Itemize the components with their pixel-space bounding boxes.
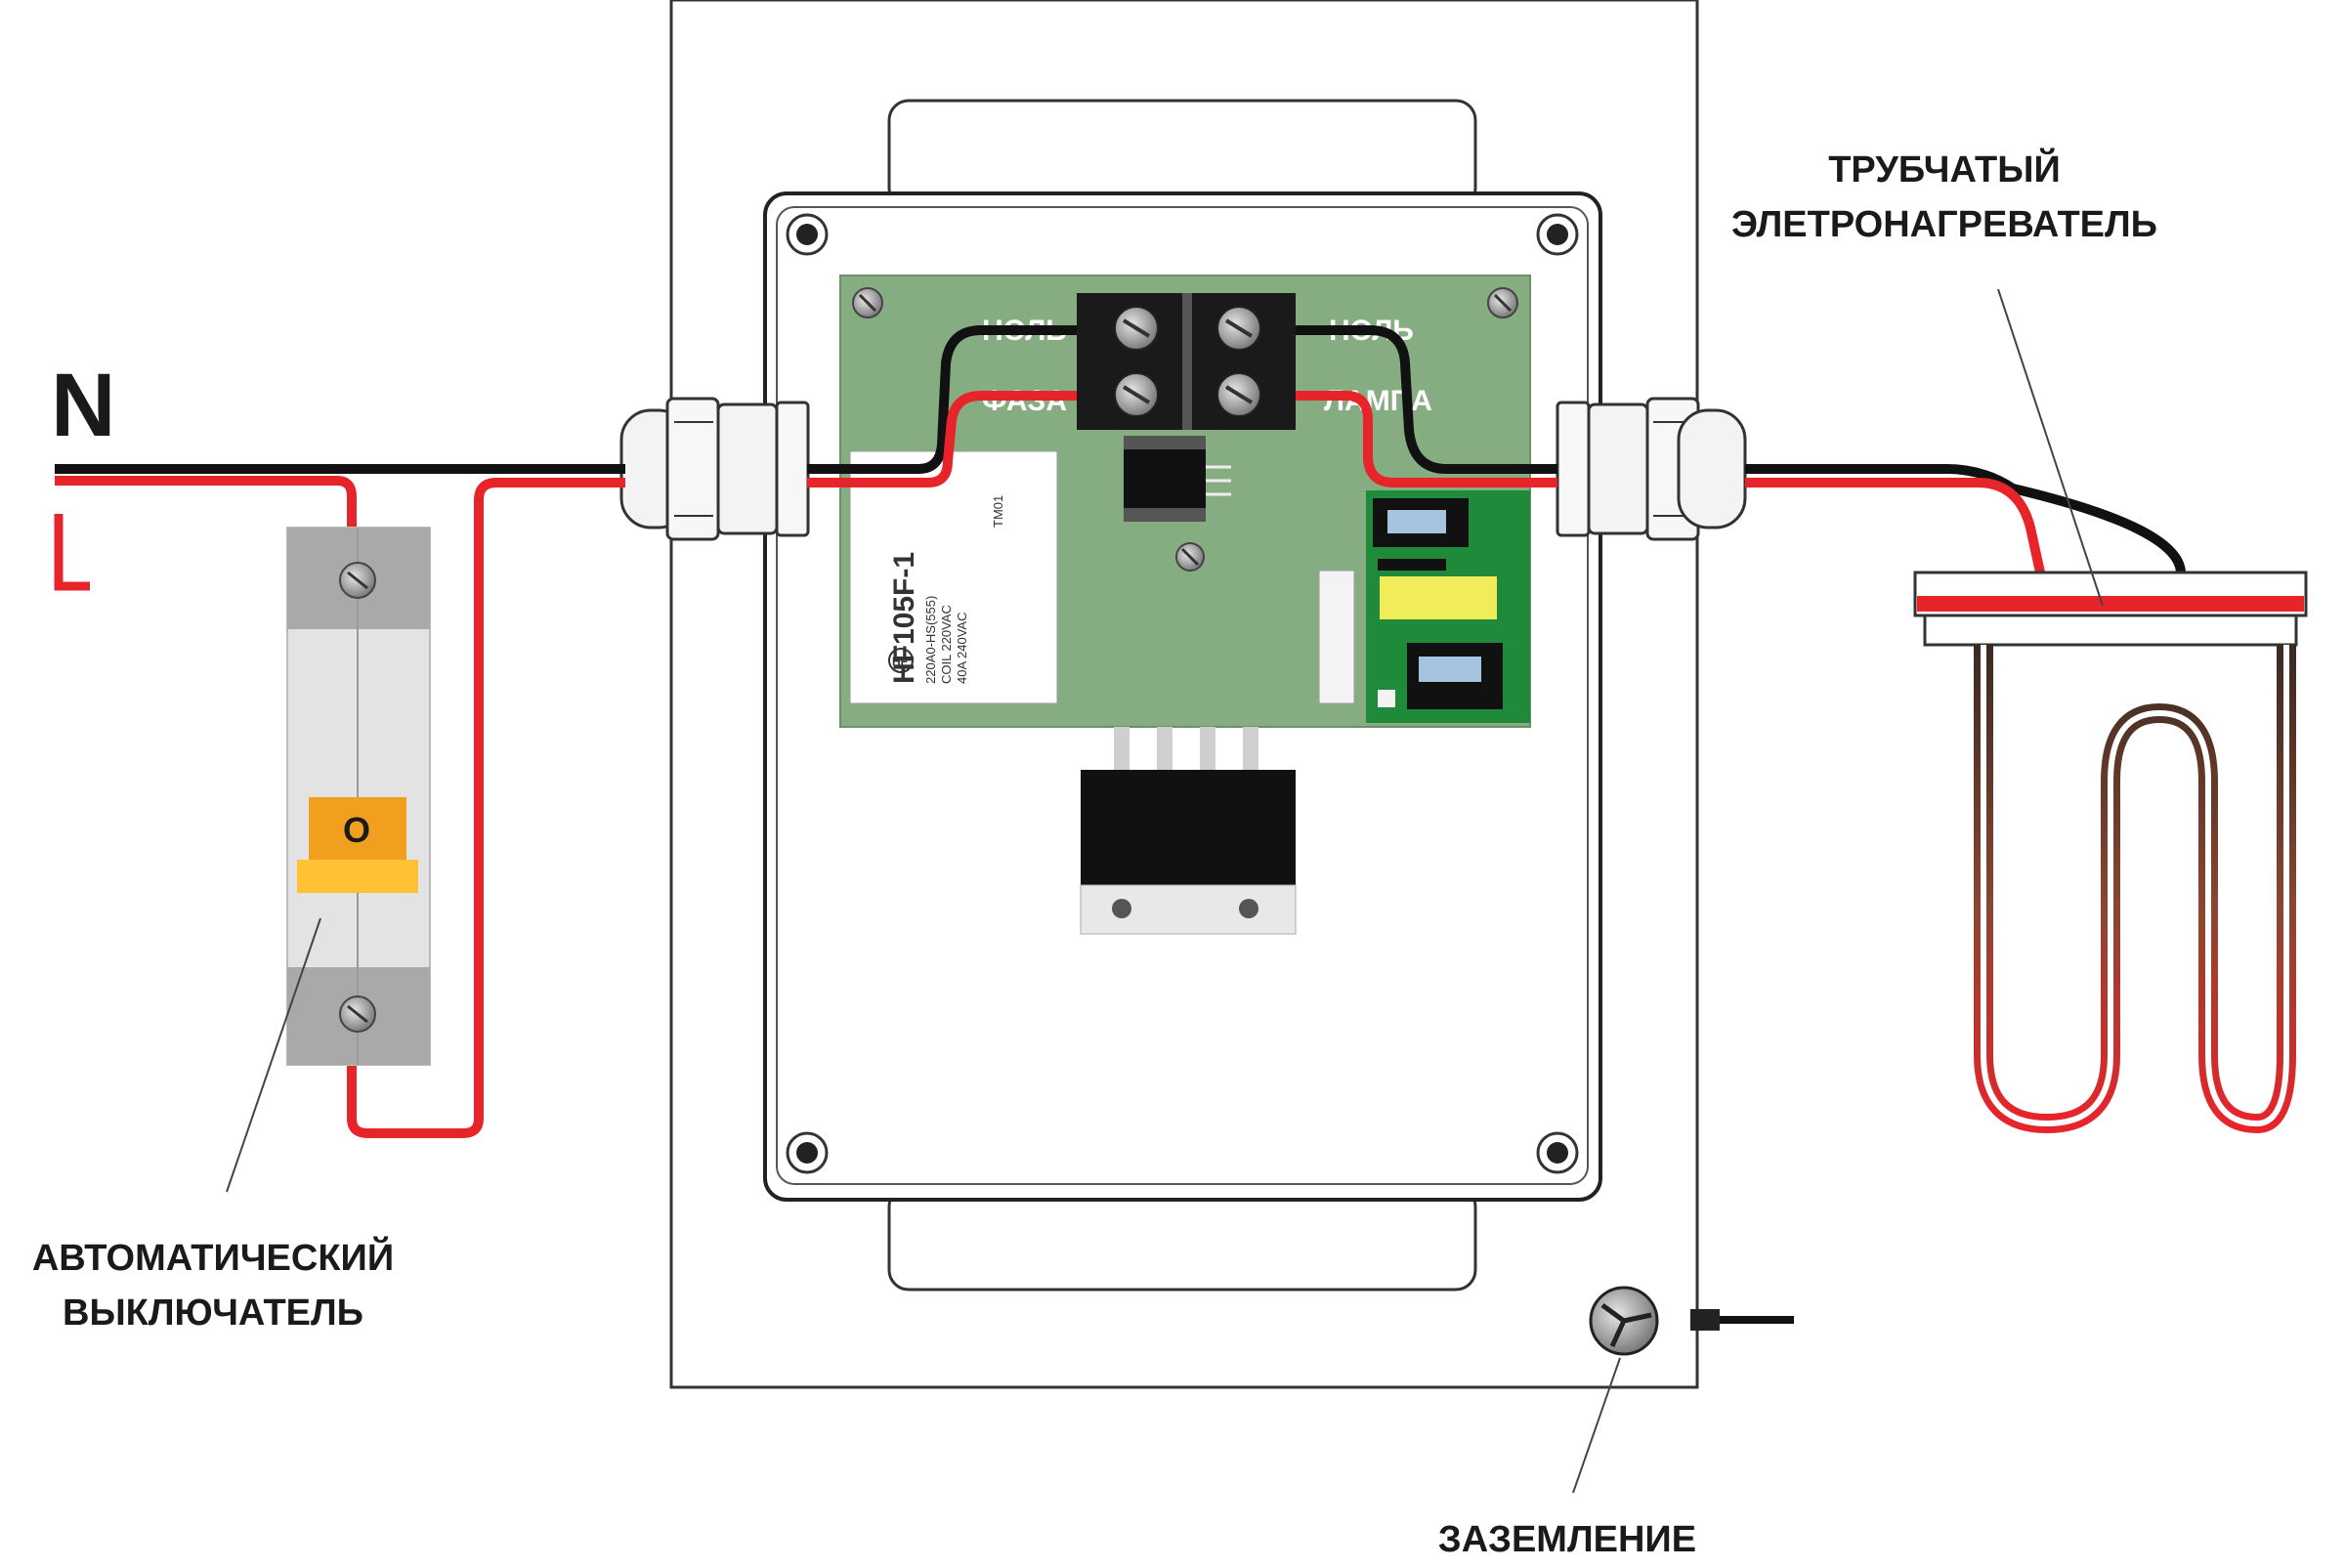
bottom-bracket [887,1185,1477,1292]
breaker-leader-line [226,917,321,1193]
relay-brand-logo: HF [888,648,914,673]
breaker-toggle[interactable] [309,797,406,862]
screw-icon [1216,306,1261,351]
screw-icon [786,213,829,256]
enclosure-lid-edge [776,206,1589,1185]
relay-spec-2: COIL 220VAC [939,605,954,684]
wire-phase-in [55,476,357,528]
relay-code: TM01 [991,495,1005,528]
triac [1081,770,1296,887]
relay-brand: HF [892,655,908,668]
screw-icon [1114,306,1159,351]
connector-strip [1318,570,1355,704]
wire-phase-breaker-out [347,478,625,1138]
screw-icon [786,1131,829,1174]
wire-neutral-heater [1745,464,2186,573]
wire-lamp-internal [1296,391,1557,487]
terminal-label-lamp: ЛАМПА [1324,385,1432,417]
screw-icon [1536,1131,1579,1174]
breaker-label-line2: ВЫКЛЮЧАТЕЛЬ [63,1293,363,1334]
screw-icon [1175,542,1205,572]
relay-markings: HF105F-1 220A0-HS(555) COIL 220VAC 40A 2… [888,552,969,684]
capacitor [1380,576,1497,619]
heater-label-line1: ТРУБЧАТЫЙ [1828,147,2061,191]
ground-screw-icon [1589,1286,1659,1356]
wire-neutral-internal [807,325,1077,474]
circuit-breaker: O [286,527,431,1066]
screw-icon [1114,372,1159,417]
tubular-heater [1913,571,2308,1134]
optocoupler [1124,445,1206,514]
ground-leader-line [1572,1357,1621,1494]
neutral-label: N [51,356,115,455]
cable-gland-icon [619,397,810,541]
relay-spec-3: 40A 240VAC [955,613,969,684]
terminal-label-phase: ФАЗА [982,385,1067,417]
relay [849,450,1058,704]
breaker-label-line1: АВТОМАТИЧЕСКИЙ [32,1235,394,1279]
screw-icon [1216,372,1261,417]
wire-phase-internal [807,391,1077,487]
wire-phase-heater [1745,478,2045,574]
heater-leader-line [1997,288,2104,607]
screw-icon [1536,213,1579,256]
wire-neutral-out-internal [1296,325,1557,474]
relay-spec-1: 220A0-HS(555) [923,596,938,684]
screw-icon [1487,287,1518,318]
screw-icon [339,996,376,1033]
screw-icon [852,287,883,318]
heater-label-line2: ЭЛЕТРОНАГРЕВАТЕЛЬ [1731,204,2157,245]
cable-gland-icon [1556,397,1747,541]
screw-icon [339,562,376,599]
breaker-switch-symbol: O [343,810,370,850]
relay-model: HF105F-1 [888,552,920,684]
screw-icon [1112,899,1131,918]
phase-label [54,514,90,591]
ground-label: ЗАЗЕМЛЕНИЕ [1438,1519,1696,1560]
screw-icon [1239,899,1258,918]
